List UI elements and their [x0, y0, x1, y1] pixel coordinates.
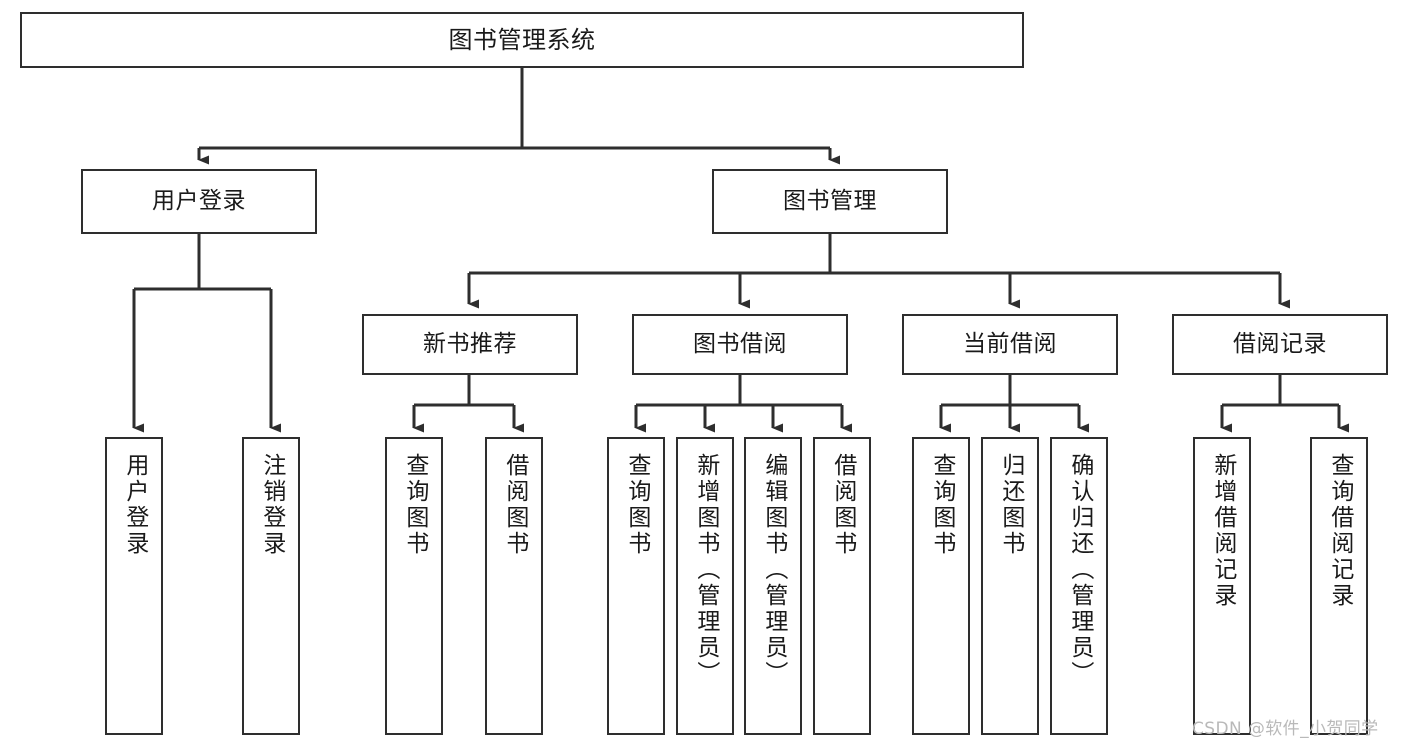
node-leaf-logout-login-label: 注销登录 — [258, 453, 285, 557]
node-book-manage[interactable]: 图书管理 — [712, 169, 948, 234]
node-leaf-query-book-2[interactable]: 查询图书 — [607, 437, 665, 735]
node-leaf-confirm-return-label: 确认归还（管理员） — [1066, 453, 1093, 687]
node-leaf-add-borrow-record-label: 新增借阅记录 — [1209, 453, 1236, 609]
node-leaf-logout-login[interactable]: 注销登录 — [242, 437, 300, 735]
node-leaf-query-book-3-label: 查询图书 — [928, 453, 955, 557]
node-book-manage-label: 图书管理 — [783, 187, 877, 214]
node-leaf-return-book[interactable]: 归还图书 — [981, 437, 1039, 735]
node-user-login-label: 用户登录 — [152, 187, 246, 214]
node-leaf-user-login[interactable]: 用户登录 — [105, 437, 163, 735]
node-leaf-user-login-label: 用户登录 — [121, 453, 148, 557]
node-new-book-recommend[interactable]: 新书推荐 — [362, 314, 578, 375]
node-leaf-add-borrow-record[interactable]: 新增借阅记录 — [1193, 437, 1251, 735]
node-leaf-query-book-1-label: 查询图书 — [401, 453, 428, 557]
node-leaf-add-book[interactable]: 新增图书（管理员） — [676, 437, 734, 735]
node-leaf-add-book-label: 新增图书（管理员） — [692, 453, 719, 687]
node-current-borrow-label: 当前借阅 — [963, 330, 1057, 357]
node-leaf-query-book-2-label: 查询图书 — [623, 453, 650, 557]
node-leaf-borrow-book-1-label: 借阅图书 — [501, 453, 528, 557]
node-root-system[interactable]: 图书管理系统 — [20, 12, 1024, 68]
node-leaf-borrow-book-2[interactable]: 借阅图书 — [813, 437, 871, 735]
node-leaf-query-borrow-record[interactable]: 查询借阅记录 — [1310, 437, 1368, 735]
node-borrow-record-label: 借阅记录 — [1233, 330, 1327, 357]
node-book-borrow-label: 图书借阅 — [693, 330, 787, 357]
node-root-system-label: 图书管理系统 — [448, 25, 596, 54]
node-leaf-query-borrow-record-label: 查询借阅记录 — [1326, 453, 1353, 609]
node-new-book-recommend-label: 新书推荐 — [423, 330, 517, 357]
node-borrow-record[interactable]: 借阅记录 — [1172, 314, 1388, 375]
node-user-login[interactable]: 用户登录 — [81, 169, 317, 234]
csdn-watermark: CSDN @软件_小贺同学 — [1192, 719, 1379, 739]
node-leaf-edit-book-label: 编辑图书（管理员） — [760, 453, 787, 687]
node-leaf-borrow-book-2-label: 借阅图书 — [829, 453, 856, 557]
node-leaf-query-book-1[interactable]: 查询图书 — [385, 437, 443, 735]
node-leaf-edit-book[interactable]: 编辑图书（管理员） — [744, 437, 802, 735]
node-leaf-return-book-label: 归还图书 — [997, 453, 1024, 557]
node-current-borrow[interactable]: 当前借阅 — [902, 314, 1118, 375]
node-book-borrow[interactable]: 图书借阅 — [632, 314, 848, 375]
node-leaf-confirm-return[interactable]: 确认归还（管理员） — [1050, 437, 1108, 735]
node-leaf-query-book-3[interactable]: 查询图书 — [912, 437, 970, 735]
node-leaf-borrow-book-1[interactable]: 借阅图书 — [485, 437, 543, 735]
